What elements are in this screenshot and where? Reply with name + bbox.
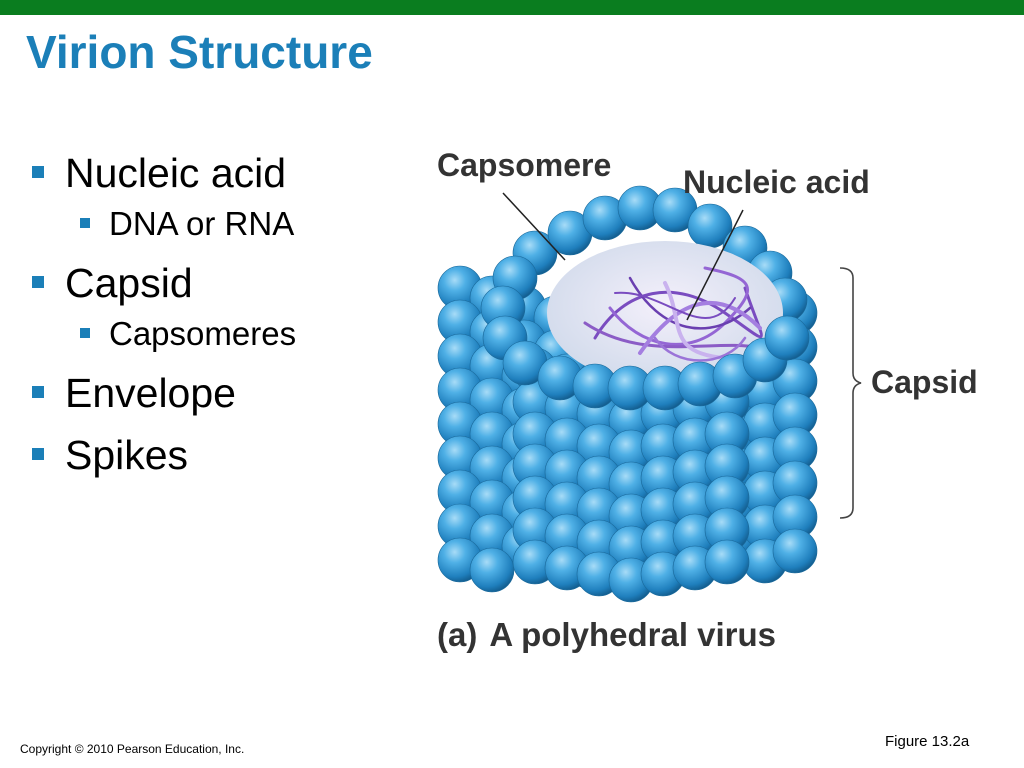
- figure-reference: Figure 13.2a: [885, 733, 970, 750]
- top-accent-bar: [0, 0, 1024, 15]
- capsomere-sphere: [772, 528, 818, 574]
- subbullet-text: DNA or RNA: [109, 205, 295, 242]
- bullet-square-icon: [32, 276, 44, 288]
- nucleic-acid-strands: [583, 266, 763, 362]
- copyright-text: Copyright © 2010 Pearson Education, Inc.: [20, 742, 245, 756]
- slide-title: Virion Structure: [26, 26, 373, 78]
- bullet-square-icon: [80, 218, 90, 228]
- bullet-square-icon: [80, 328, 90, 338]
- capsid-cavity: [547, 241, 783, 385]
- caption-letter: (a): [437, 616, 477, 653]
- bullet-envelope: Envelope: [30, 370, 410, 416]
- bullet-text: Nucleic acid: [65, 150, 287, 196]
- capsid-front-rim: [502, 315, 810, 411]
- leader-lines: [502, 192, 744, 321]
- subbullet-dna-or-rna: DNA or RNA: [30, 204, 410, 244]
- bullet-text: Capsid: [65, 260, 193, 306]
- bullet-square-icon: [32, 386, 44, 398]
- bullet-spikes: Spikes: [30, 432, 410, 478]
- label-nucleic-acid: Nucleic acid: [683, 164, 870, 200]
- figure-caption: (a) A polyhedral virus: [437, 616, 776, 653]
- bullet-text: Envelope: [65, 370, 236, 416]
- subbullet-capsomeres: Capsomeres: [30, 314, 410, 354]
- polyhedral-virus-figure: Capsomere Nucleic acid Capsid (a) A polyh…: [437, 147, 978, 653]
- capsomere-sphere: [704, 539, 750, 585]
- bullet-square-icon: [32, 166, 44, 178]
- bullet-text: Spikes: [65, 432, 189, 478]
- capsid-bracket: [839, 267, 862, 519]
- label-capsid: Capsid: [871, 364, 978, 400]
- label-capsomere: Capsomere: [437, 147, 611, 183]
- subbullet-text: Capsomeres: [109, 315, 297, 352]
- bullet-capsid: Capsid: [30, 260, 410, 306]
- caption-text: A polyhedral virus: [489, 616, 776, 653]
- bullet-nucleic-acid: Nucleic acid: [30, 150, 410, 196]
- capsomere-sphere: [469, 547, 515, 593]
- bullet-square-icon: [32, 448, 44, 460]
- bullet-list: Nucleic acid DNA or RNA Capsid Capsomere…: [30, 140, 410, 478]
- capsomere-sphere: [764, 315, 810, 361]
